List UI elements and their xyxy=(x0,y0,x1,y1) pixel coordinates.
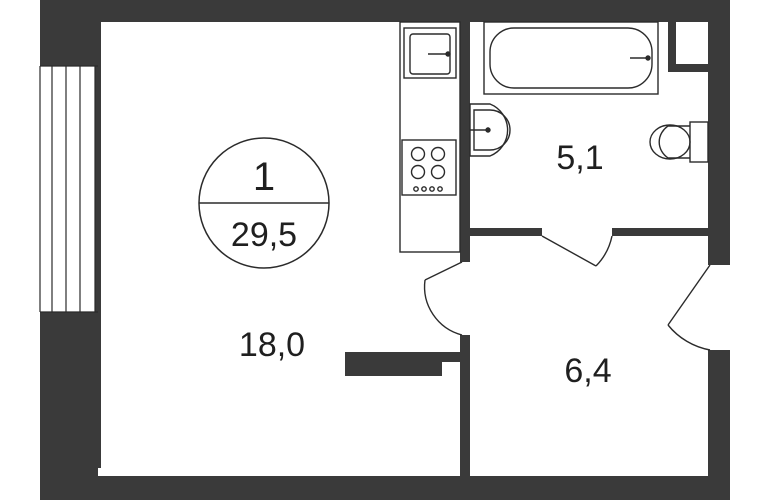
bathtub-icon xyxy=(483,21,659,95)
rooms-count-label: 1 xyxy=(253,155,275,199)
wall-bath-hall-left xyxy=(460,228,542,236)
wall-interior-vertical-lower xyxy=(460,335,470,480)
door-swing-icon xyxy=(423,235,711,351)
kitchen-counter xyxy=(399,21,461,253)
sink-icon xyxy=(403,27,457,79)
wall-bottom xyxy=(40,476,730,500)
washbasin-icon xyxy=(469,103,511,157)
wall-partition-link xyxy=(440,352,470,362)
living-room-area: 18,0 xyxy=(239,326,305,364)
wall-right-notch xyxy=(668,22,676,72)
wall-left-lower xyxy=(40,312,98,500)
stove-icon xyxy=(401,139,457,196)
walls xyxy=(40,0,730,500)
wall-right-upper xyxy=(708,0,730,265)
apartment-summary-badge xyxy=(198,137,330,269)
hallway-area: 6,4 xyxy=(564,352,611,390)
wall-bath-hall-right xyxy=(612,228,712,236)
wall-left-upper xyxy=(40,0,98,66)
toilet-icon xyxy=(649,121,709,163)
wall-interior-vertical-upper xyxy=(460,22,470,262)
wall-partition-stub xyxy=(345,352,442,376)
total-area-label: 29,5 xyxy=(231,216,297,254)
bathroom-area: 5,1 xyxy=(556,139,603,177)
wall-right-lower xyxy=(708,350,730,500)
window-icon xyxy=(39,65,98,313)
wall-left-inner xyxy=(95,22,101,468)
wall-right-notch-bottom xyxy=(668,64,713,72)
wall-top xyxy=(40,0,730,22)
